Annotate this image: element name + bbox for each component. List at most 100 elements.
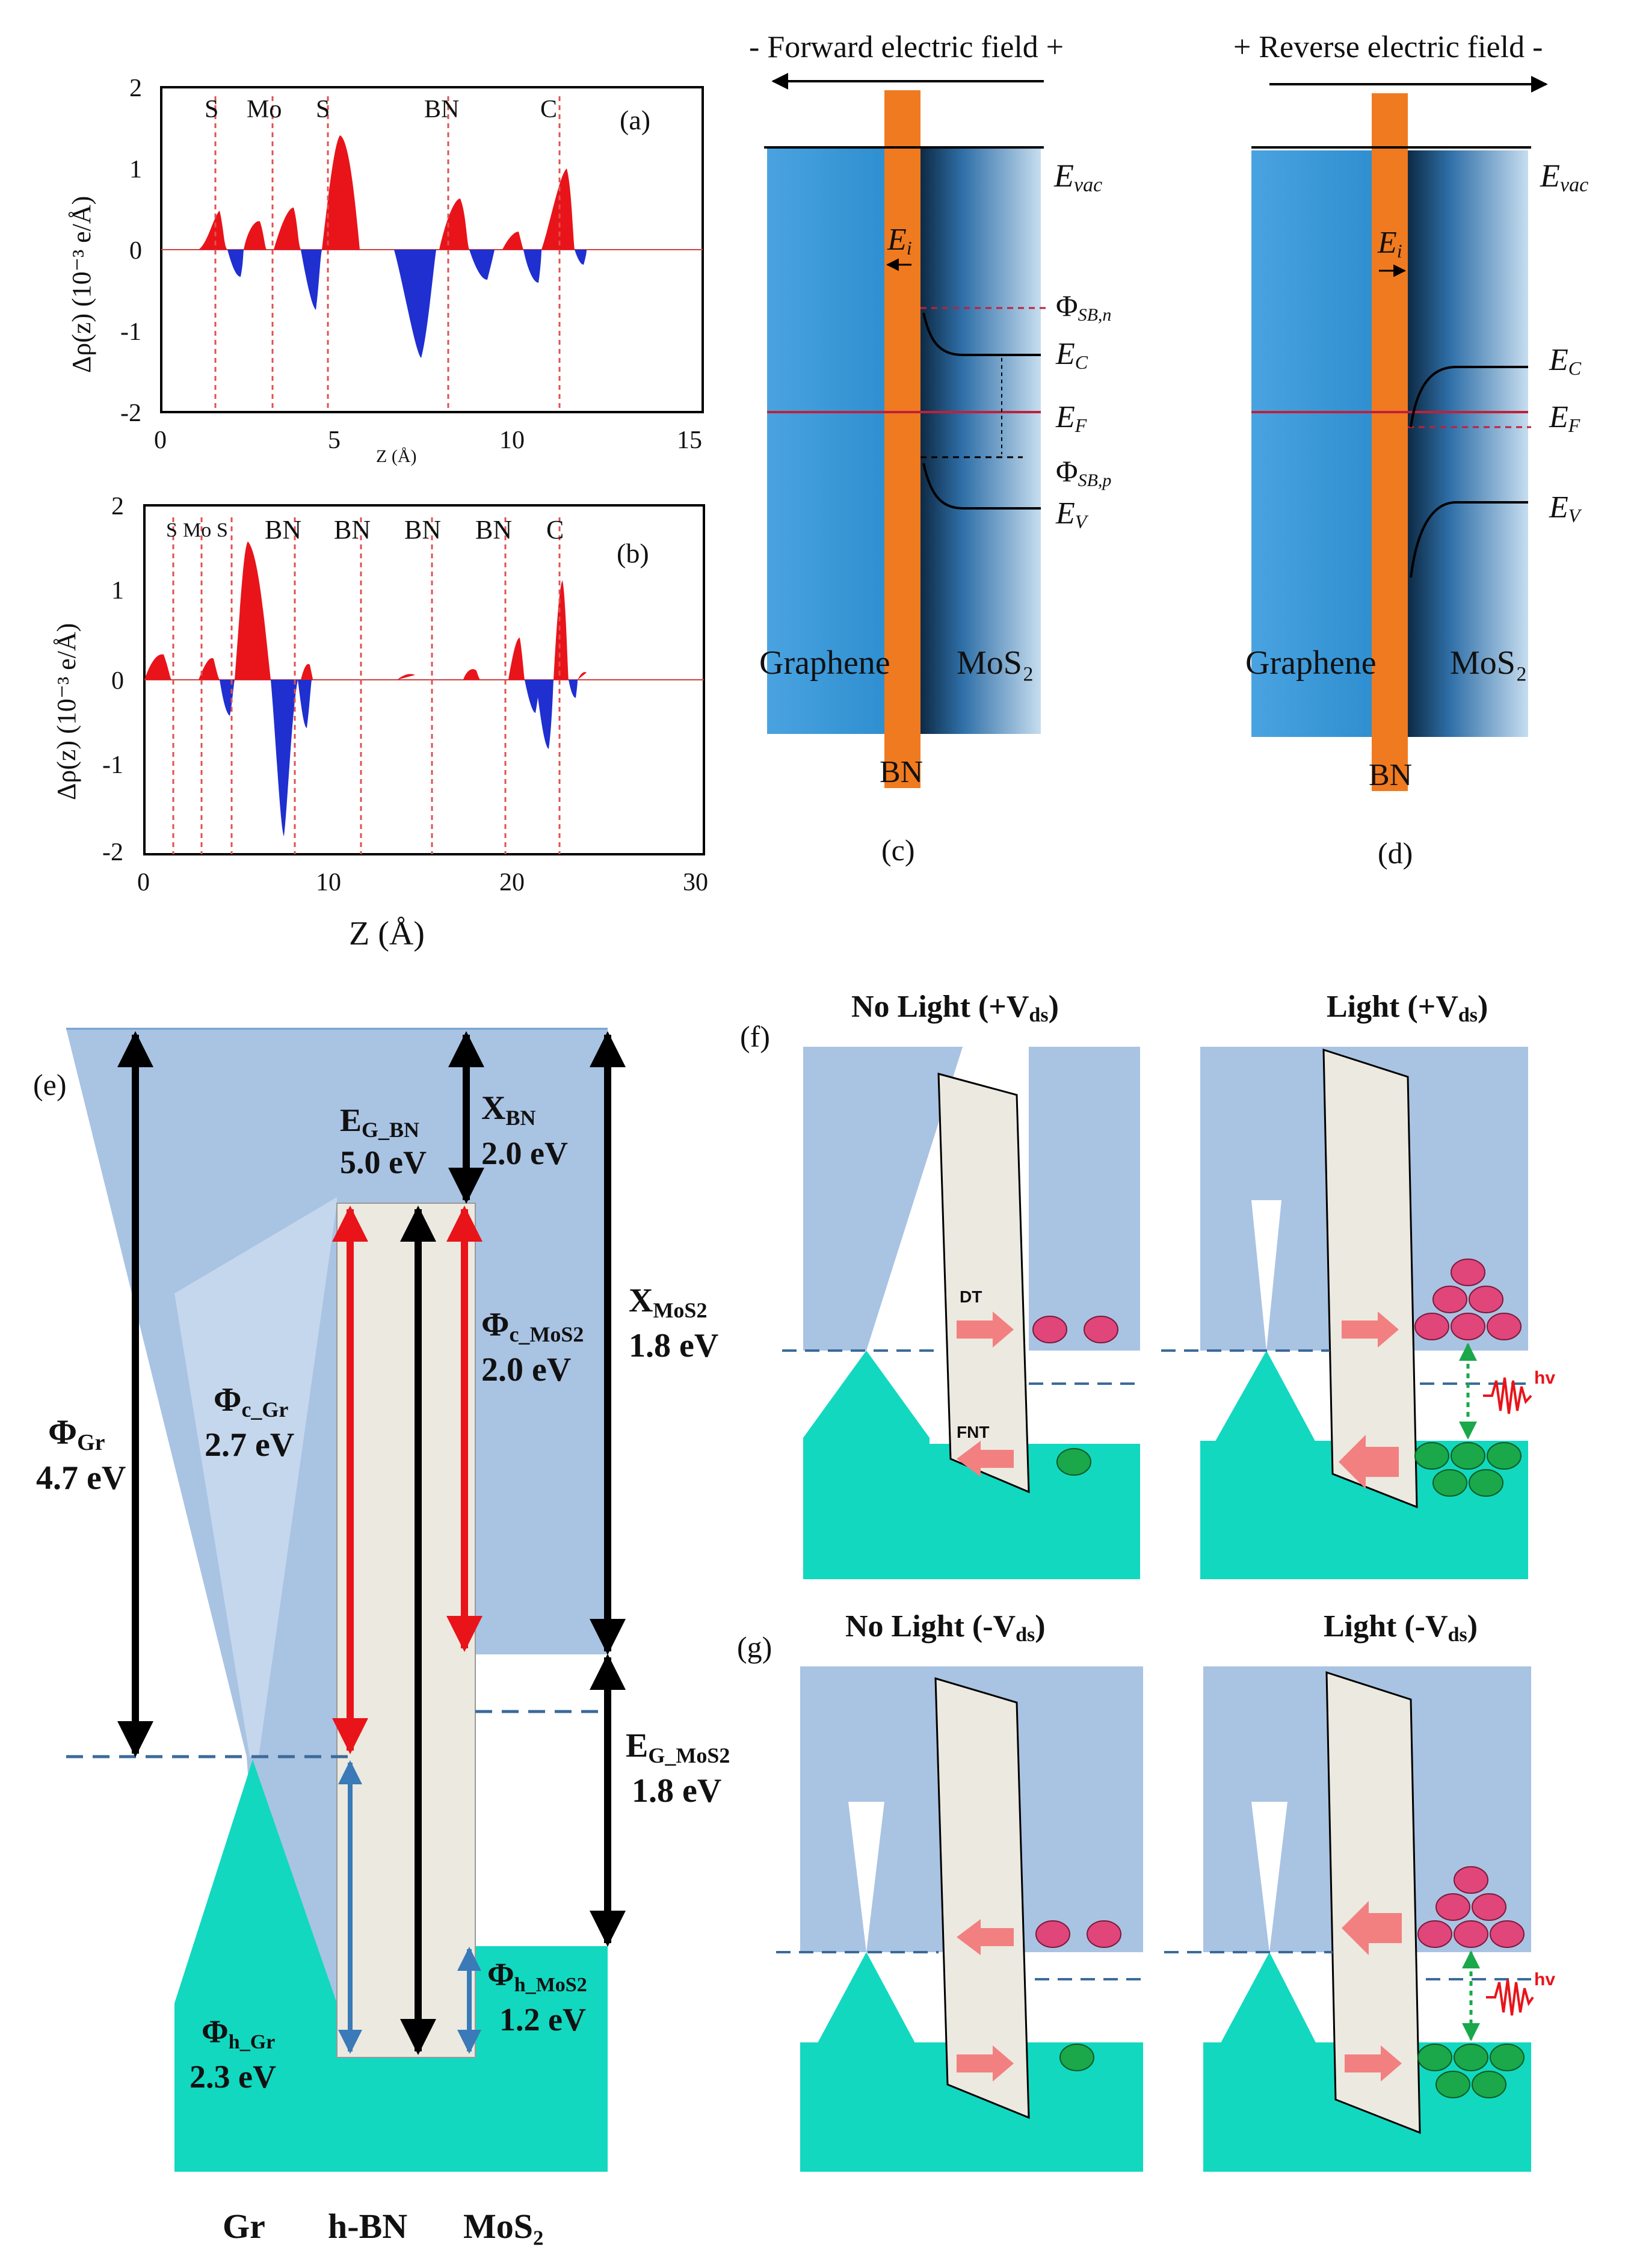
panel-g-right-electron-arrow <box>1342 1901 1402 1955</box>
panel-g-left-hole-arrow <box>957 2045 1014 2082</box>
panel-a-xtick-4: 15 <box>677 427 702 454</box>
panel-c-valence-band <box>922 463 1041 510</box>
panel-f-id: (f) <box>740 1020 770 1053</box>
panel-e-teal-valence <box>174 1760 608 2172</box>
panel-f-hv-label: hv <box>1534 1368 1555 1388</box>
panel-d-e-v: EV <box>1549 490 1582 526</box>
panel-e-eg-bn-val: 5.0 eV <box>340 1144 427 1180</box>
panel-g-right-barrier <box>1325 1671 1421 2134</box>
panel-b-ytick-1: 2 <box>111 493 124 520</box>
panel-a-atom-label-4: BN <box>424 96 459 123</box>
panel-b-density-positive <box>144 541 587 680</box>
panel-e-phi-c-mos2: Φc_MoS2 <box>481 1306 584 1346</box>
panel-a-density-positive <box>199 135 575 250</box>
panel-a-ytick-4: -1 <box>120 318 141 346</box>
panel-a-atom-label-5: C <box>540 96 557 123</box>
panel-c-e-v: EV <box>1055 496 1089 532</box>
panel-d-bn-label: BN <box>1369 758 1412 792</box>
panel-g-hv-label: hv <box>1534 1970 1555 1989</box>
panel-g: (g) No Light (-Vds) Light (-Vds) <box>737 1609 1555 2172</box>
panel-g-id: (g) <box>737 1630 772 1664</box>
panel-f-dt-label: DT <box>960 1287 982 1306</box>
panel-b-ytick-5: -2 <box>102 839 123 866</box>
panel-f-right-electrons <box>1414 1259 1522 1340</box>
panel-c-field-label: - Forward electric field + <box>749 30 1064 64</box>
panel-b-ytick-3: 0 <box>111 667 124 695</box>
panel-f-right-holes <box>1414 1442 1522 1497</box>
panel-e-chi-bn-val: 2.0 eV <box>481 1135 568 1171</box>
panel-g-left-cone-white <box>848 1802 884 1952</box>
panel-e-hbn-bar <box>336 1203 476 2058</box>
panel-b-xtick-2: 10 <box>316 869 341 896</box>
panel-d-graphene-region <box>1251 150 1372 737</box>
panel-d: + Reverse electric field - Evac Ei EC EF… <box>1233 30 1588 870</box>
panel-c-mos2-region <box>920 147 1041 734</box>
panel-f-right-barrier <box>1322 1048 1418 1509</box>
panel-g-right-electrons <box>1417 1866 1525 1948</box>
panel-b-xtick-4: 30 <box>683 869 708 896</box>
panel-e-phi-gr-val: 4.7 eV <box>36 1459 126 1497</box>
panel-e-phi-h-mos2: Φh_MoS2 <box>487 1956 587 1996</box>
panel-e-label-mos2: MoS₂ <box>463 2207 543 2246</box>
panel-f-title-left: No Light (+Vds) <box>851 990 1059 1026</box>
panel-g-right-diagram: hv <box>1164 1666 1555 2172</box>
panel-g-left-barrier <box>934 1677 1030 2119</box>
panel-b-id: (b) <box>617 538 649 569</box>
panel-c-e-i: Ei <box>887 223 912 259</box>
panel-b-ytick-4: -1 <box>102 751 123 779</box>
panel-g-right-hole-arrow <box>1345 2045 1402 2082</box>
panel-b-atom-label-8: C <box>546 515 564 544</box>
panel-e-label-hbn: h-BN <box>328 2207 407 2246</box>
panel-b-atom-label-3: S <box>217 519 228 541</box>
panel-f-left-cone-valence <box>803 1351 930 1579</box>
panel-g-left-electron-2 <box>1087 1920 1121 1948</box>
panel-e-gr-cone-white <box>174 1197 337 1757</box>
panel-e-phi-h-gr: Φh_Gr <box>202 2014 275 2053</box>
panel-c-mos2-label: MoS₂ <box>957 644 1034 682</box>
panel-a-ytick-1: 2 <box>129 75 142 102</box>
panel-e-chi-bn: XBN <box>481 1089 535 1130</box>
panel-d-mos2-region <box>1408 150 1528 737</box>
panel-e-phi-c-gr: Φc_Gr <box>214 1381 288 1422</box>
panel-f-left-barrier <box>937 1073 1030 1494</box>
panel-f-title-right: Light (+Vds) <box>1327 990 1488 1026</box>
panel-e-label-gr: Gr <box>223 2207 265 2246</box>
panel-f-fnt-label: FNT <box>957 1423 989 1441</box>
panel-d-valence-band <box>1410 501 1528 578</box>
panel-e-phi-c-mos2-val: 2.0 eV <box>481 1351 571 1388</box>
panel-c-e-vac: Evac <box>1053 158 1102 196</box>
panel-g-right-cone-valence <box>1203 1952 1333 2172</box>
panel-a-ytick-3: 0 <box>129 237 142 265</box>
panel-a-xlabel: Z (Å) <box>376 446 416 466</box>
panel-c-graphene-region <box>767 147 884 734</box>
panel-f-left-electron-2 <box>1084 1316 1118 1343</box>
panel-d-graphene-label: Graphene <box>1245 644 1377 682</box>
panel-a-xtick-1: 0 <box>154 427 167 454</box>
panel-g-left-hole-1 <box>1059 2044 1094 2071</box>
panel-f-right-hole-arrow <box>1339 1435 1399 1489</box>
panel-c-bn-barrier <box>884 90 920 788</box>
panel-a-ylabel: Δρ(z) (10⁻³ e/Å) <box>67 196 96 373</box>
panel-g-left-electron-1 <box>1035 1920 1070 1948</box>
panel-d-conduction-band <box>1410 366 1528 428</box>
panel-g-photon-wave <box>1486 1979 1534 2016</box>
panel-e-chi-mos2: XMoS2 <box>629 1282 707 1322</box>
panel-e-eg-mos2: EG_MoS2 <box>626 1727 730 1767</box>
panel-e-phi-c-gr-val: 2.7 eV <box>205 1426 294 1464</box>
panel-b-ylabel: Δρ(z) (10⁻³ e/Å) <box>52 623 81 800</box>
panel-b-xtick-3: 20 <box>499 869 525 896</box>
panel-d-e-i: Ei <box>1377 226 1402 262</box>
panel-g-right-cone-white <box>1251 1802 1287 1952</box>
panel-g-left-diagram <box>776 1666 1143 2172</box>
panel-a-density-negative <box>227 250 587 358</box>
panel-c: - Forward electric field + Evac Ei ΦSB,n… <box>749 30 1111 867</box>
panel-a-id: (a) <box>620 105 650 135</box>
panel-c-bn-label: BN <box>880 755 923 789</box>
panel-f-left-cone-top <box>803 1047 963 1351</box>
panel-b: S Mo S BN BN BN BN C (b) 2 1 0 -1 -2 0 1… <box>52 493 708 952</box>
panel-f-left-hole-1 <box>1056 1448 1091 1476</box>
panel-c-e-f: EF <box>1055 400 1087 436</box>
panel-f-fnt-arrow <box>957 1441 1014 1477</box>
panel-e-id: (e) <box>33 1068 67 1102</box>
panel-b-atom-label-5: BN <box>334 515 371 544</box>
